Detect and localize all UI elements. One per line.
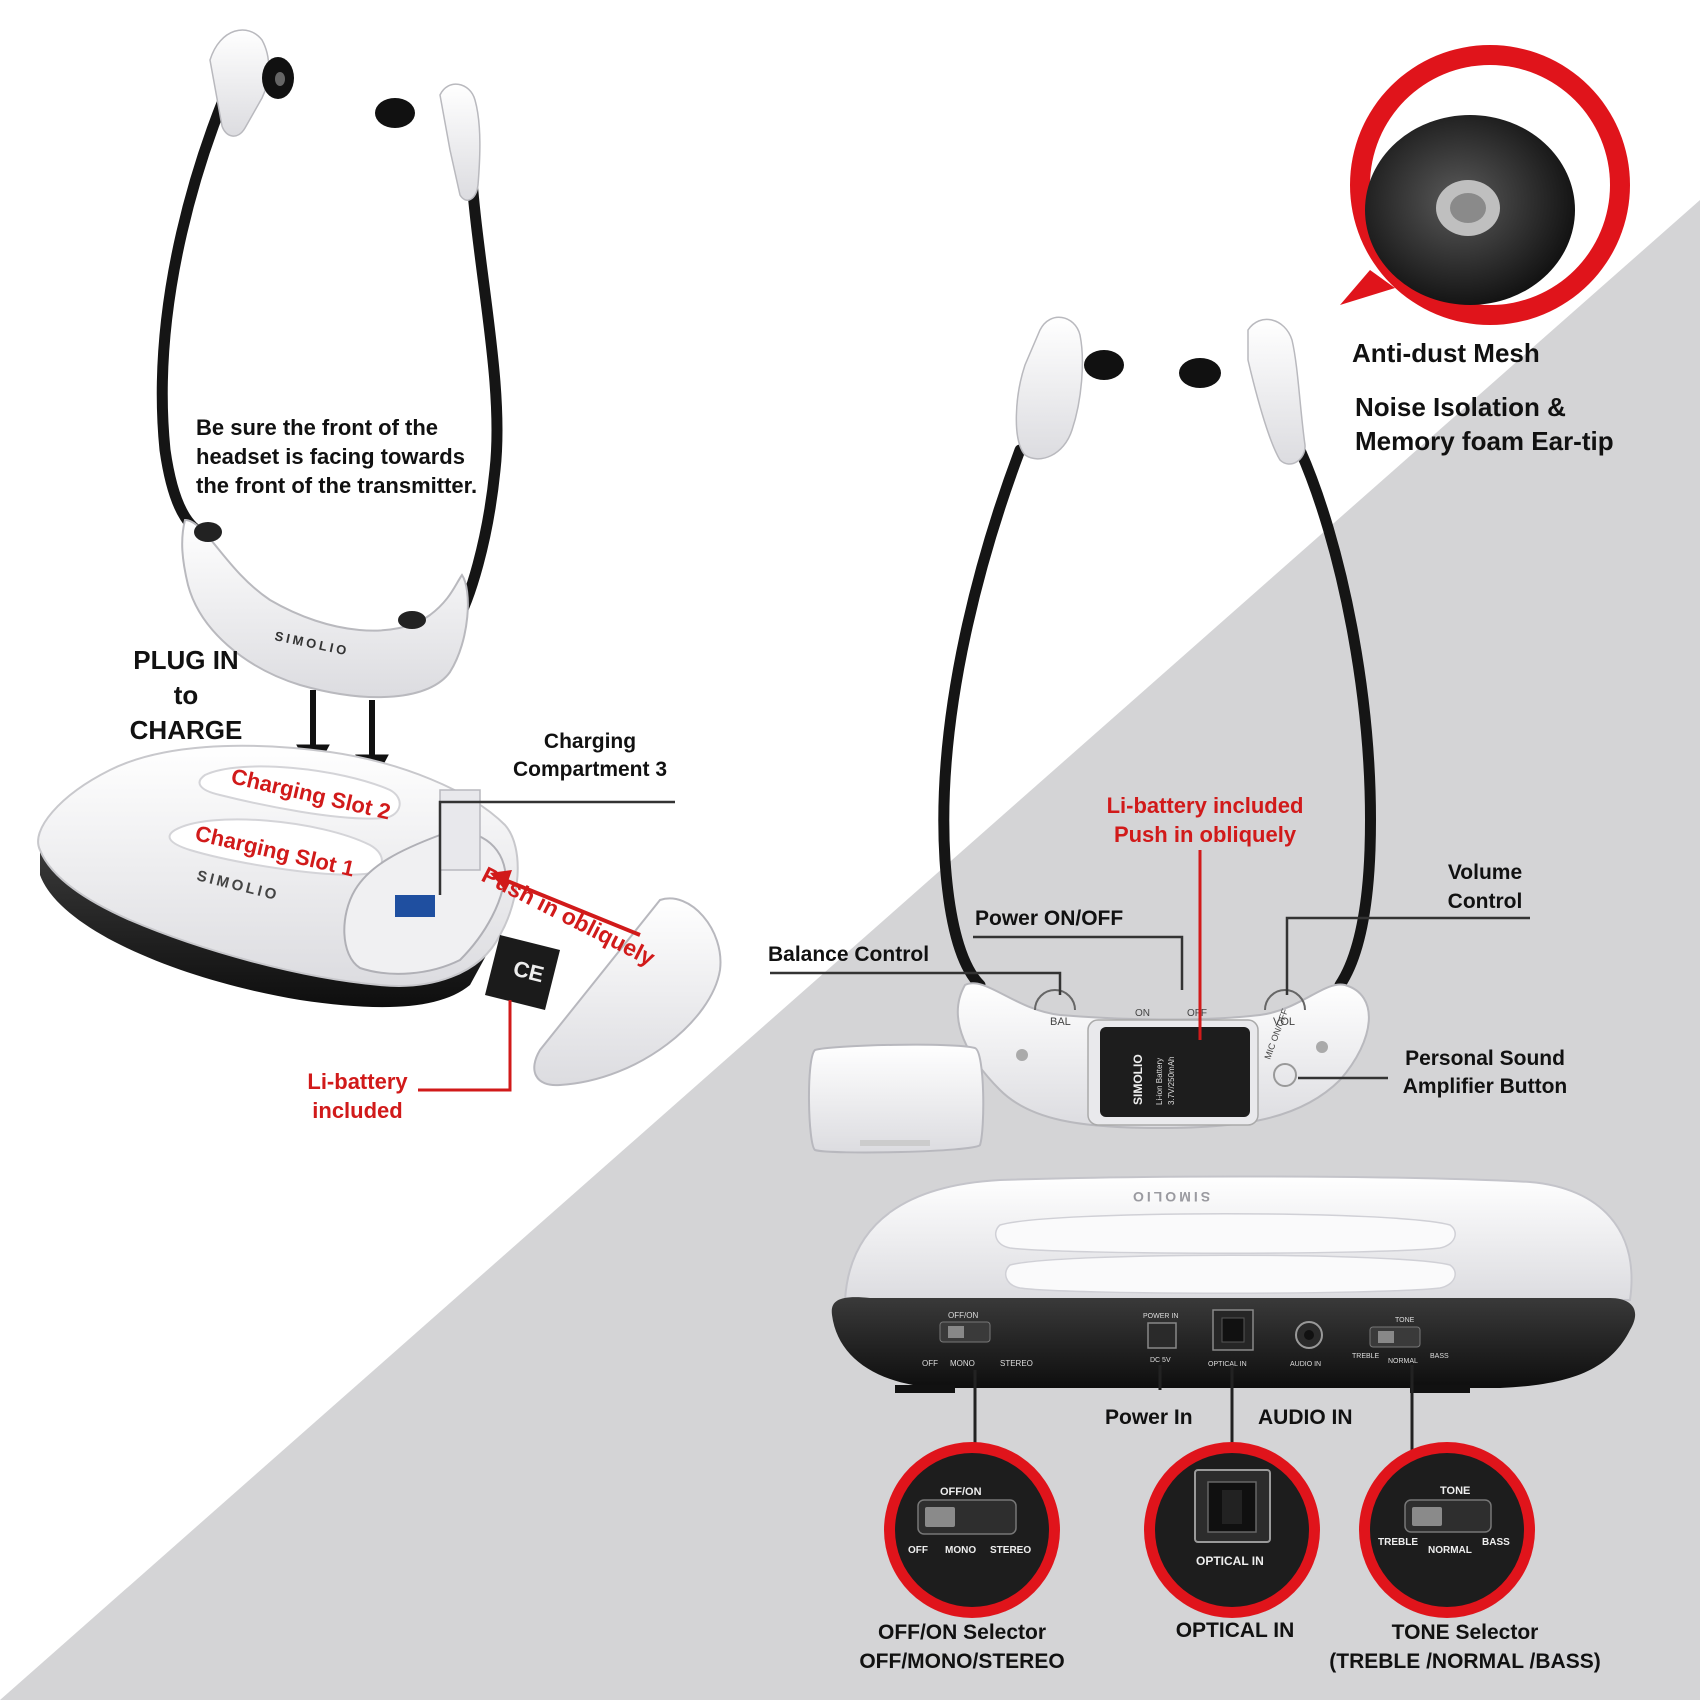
ear-tip-callout: [1340, 45, 1630, 325]
left-battery-leader: [418, 1000, 512, 1092]
facing-note-line: Be sure the front of the: [196, 415, 439, 440]
panel-optical: OPTICAL IN: [1208, 1361, 1247, 1368]
tone-sub: (TREBLE /NORMAL /BASS): [1329, 1650, 1601, 1673]
tone-title: TONE Selector: [1391, 1621, 1539, 1644]
battery-card-brand: SIMOLIO: [1131, 1054, 1145, 1105]
panel-audio: AUDIO IN: [1290, 1361, 1321, 1368]
amplifier-line: Amplifier Button: [1402, 1075, 1568, 1098]
plug-in-line: CHARGE: [129, 715, 243, 745]
transmitter-back: [831, 1175, 1636, 1393]
panel-offon: OFF/ON: [948, 1311, 978, 1320]
tone-label: TONE Selector (TREBLE /NORMAL /BASS): [1305, 1618, 1625, 1676]
compartment-leader: [438, 800, 675, 895]
optical-zoom-callout: [1144, 1442, 1320, 1618]
plug-in-line: to: [173, 680, 199, 710]
right-battery-line: Li-battery included: [1106, 793, 1304, 818]
panel-mode-mono: MONO: [950, 1359, 975, 1368]
compartment-3-line: Compartment 3: [512, 758, 668, 781]
panel-tone: TONE: [1395, 1317, 1415, 1324]
left-headset: [156, 29, 503, 699]
tone-zoom-callout: [1359, 1442, 1535, 1618]
facing-note-line: the front of the transmitter.: [196, 473, 478, 498]
volume-leader: [1285, 916, 1530, 995]
audio-in-label: AUDIO IN: [1258, 1406, 1353, 1429]
bal-marking: BAL: [1050, 1016, 1071, 1028]
power-onoff-label: Power ON/OFF: [975, 907, 1124, 930]
compartment-3-line: Charging: [543, 730, 637, 753]
panel-mode-stereo: STEREO: [1000, 1359, 1033, 1368]
ear-tip-label: Noise Isolation & Memory foam Ear-tip: [1355, 390, 1645, 458]
vol-marking: VOL: [1273, 1016, 1295, 1028]
optical-zoom-inner: OPTICAL IN: [1196, 1554, 1264, 1568]
selector-sub: OFF/MONO/STEREO: [859, 1650, 1065, 1673]
volume-control-label: Volume Control: [1425, 858, 1545, 916]
power-leader: [973, 935, 1184, 990]
push-obliquely-arrow: [490, 870, 641, 937]
plug-in-label: PLUG IN to CHARGE: [112, 643, 260, 748]
optical-label: OPTICAL IN: [1175, 1619, 1295, 1642]
balance-control-label: Balance Control: [768, 943, 930, 966]
volume-control-line: Control: [1447, 890, 1523, 913]
right-battery-label: Li-battery included Push in obliquely: [1075, 791, 1335, 849]
balance-leader: [770, 971, 1062, 995]
on-marking: ON: [1135, 1008, 1150, 1019]
right-battery-line: Push in obliquely: [1113, 822, 1297, 847]
facing-note-line: headset is facing towards: [196, 444, 465, 469]
selector-zoom-stereo: STEREO: [990, 1545, 1031, 1556]
tone-zoom-bass: BASS: [1482, 1537, 1510, 1548]
selector-title: OFF/ON Selector: [877, 1621, 1047, 1644]
panel-tone-normal: NORMAL: [1388, 1358, 1418, 1365]
right-battery-cover: [807, 1043, 985, 1154]
tone-zoom-treble: TREBLE: [1378, 1537, 1418, 1548]
panel-mode-off: OFF: [922, 1359, 938, 1368]
left-battery-cover: [533, 897, 722, 1087]
power-in-label: Power In: [1105, 1406, 1193, 1429]
battery-card-line1: Li-ion Battery: [1155, 1058, 1164, 1105]
ear-tip-line: Memory foam Ear-tip: [1355, 426, 1614, 456]
transmitter-back-brand: SIMOLIO: [1130, 1189, 1210, 1205]
left-battery-label: Li-battery included: [290, 1067, 425, 1125]
panel-tone-bass: BASS: [1430, 1353, 1449, 1360]
battery-card-line2: 3.7V/250mAh: [1167, 1057, 1176, 1105]
compartment-3-label: Charging Compartment 3: [495, 728, 685, 784]
facing-note: Be sure the front of the headset is faci…: [196, 413, 477, 500]
right-headset: [938, 316, 1376, 1130]
left-transmitter: [37, 744, 519, 1008]
panel-power-in: POWER IN: [1143, 1313, 1178, 1320]
selector-zoom-off: OFF: [908, 1545, 928, 1556]
volume-control-line: Volume: [1447, 861, 1523, 884]
left-battery-line: Li-battery: [307, 1069, 408, 1094]
selector-zoom-callout: [884, 1442, 1060, 1618]
off-marking: OFF: [1187, 1008, 1207, 1019]
tone-zoom-normal: NORMAL: [1428, 1545, 1472, 1556]
selector-label: OFF/ON Selector OFF/MONO/STEREO: [830, 1618, 1094, 1676]
amplifier-line: Personal Sound: [1405, 1047, 1565, 1070]
selector-zoom-mono: MONO: [945, 1545, 976, 1556]
tone-zoom-header: TONE: [1440, 1485, 1470, 1497]
plug-in-line: PLUG IN: [133, 645, 239, 675]
anti-dust-mesh-label: Anti-dust Mesh: [1352, 338, 1540, 368]
left-battery-line: included: [312, 1098, 403, 1123]
left-battery-card: CE: [485, 935, 560, 1010]
panel-tone-treble: TREBLE: [1352, 1353, 1380, 1360]
ear-tip-line: Noise Isolation &: [1355, 392, 1566, 422]
panel-dc: DC 5V: [1150, 1357, 1171, 1364]
amplifier-label: Personal Sound Amplifier Button: [1390, 1045, 1580, 1101]
selector-zoom-header: OFF/ON: [940, 1486, 982, 1498]
